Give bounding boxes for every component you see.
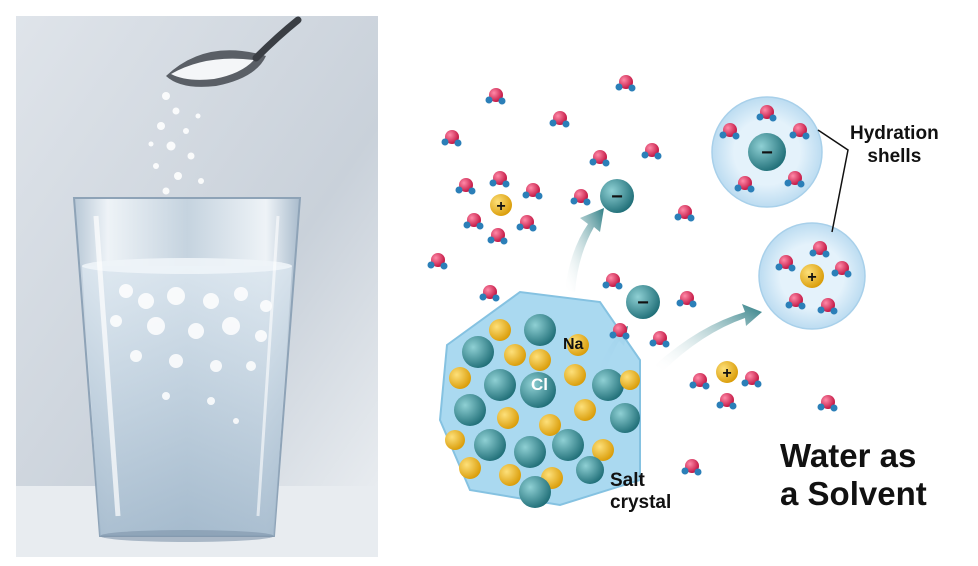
- chloride-ion-free-1: −: [600, 179, 634, 213]
- sodium-ion-free-2: +: [716, 361, 738, 383]
- sodium-ion-hydrated: +: [800, 264, 824, 288]
- chlorine-label: Cl: [531, 375, 548, 394]
- diagram-title: Water as a Solvent: [780, 437, 927, 512]
- sodium-label: Na: [563, 336, 584, 353]
- chloride-ion-free-2: −: [626, 285, 660, 319]
- svg-text:−: −: [761, 142, 773, 164]
- chloride-ion-hydrated: −: [748, 133, 786, 171]
- sodium-ion-free-1: +: [490, 194, 512, 216]
- svg-text:−: −: [611, 186, 623, 208]
- svg-text:+: +: [722, 365, 731, 382]
- svg-text:+: +: [496, 198, 505, 215]
- hydration-shells-pointer: [817, 129, 849, 233]
- dissolution-diagram: − − − + + +: [427, 75, 866, 508]
- spoon: [166, 16, 302, 87]
- water-glass: [72, 197, 302, 542]
- svg-text:−: −: [637, 292, 649, 314]
- svg-text:+: +: [807, 269, 816, 286]
- hydration-shells-label: Hydration shells: [850, 123, 939, 167]
- salt-crystal: [438, 290, 641, 508]
- salt-crystal-label: Salt crystal: [610, 470, 672, 513]
- salt-glass-photo: [16, 16, 378, 557]
